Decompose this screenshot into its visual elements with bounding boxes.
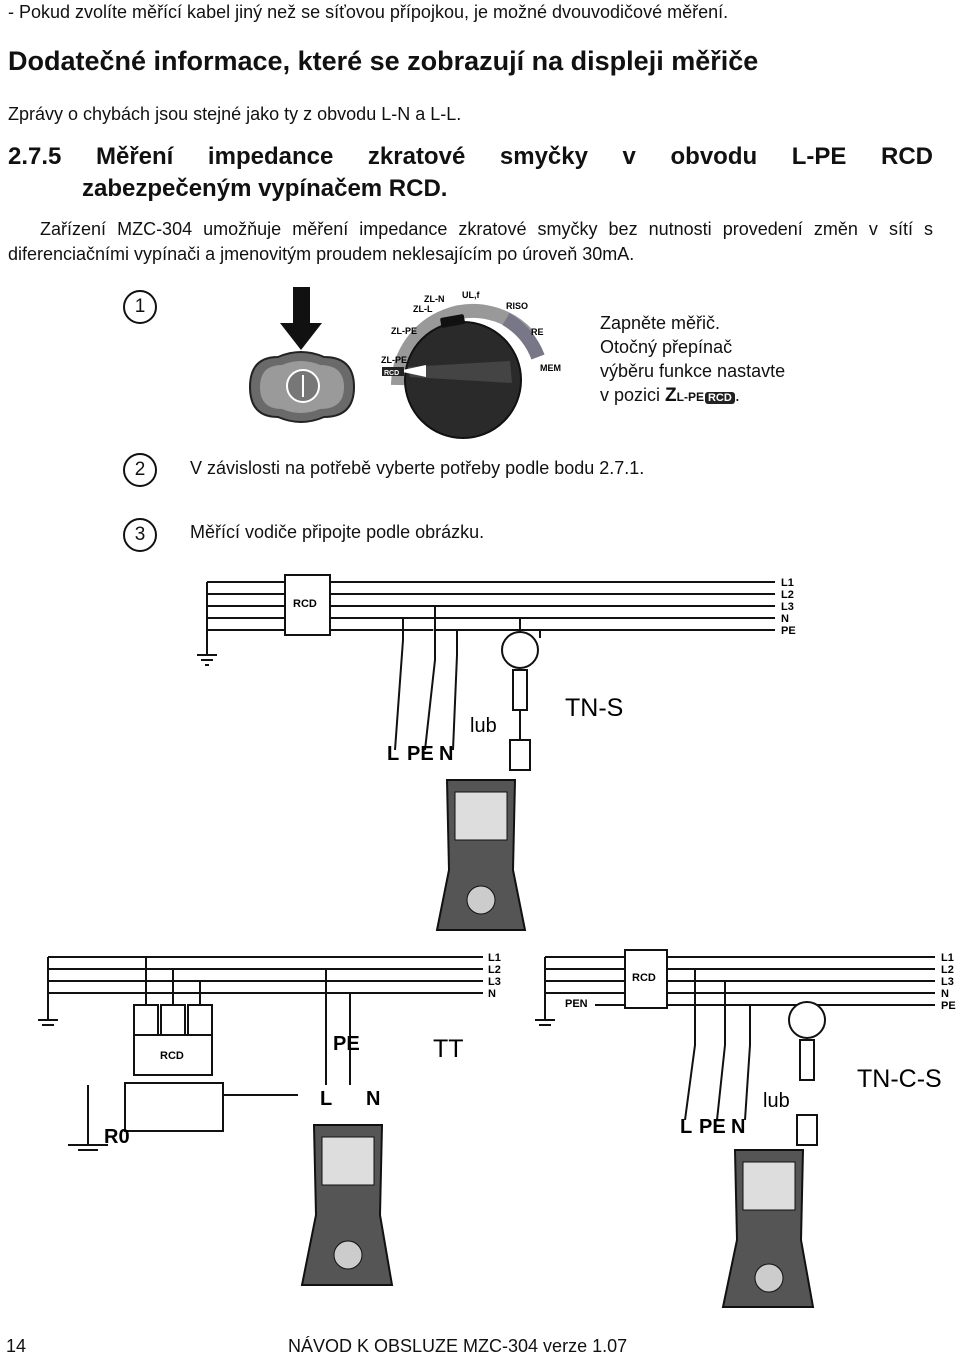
meter-controls-illustration: ZL-N ZL-L UL,f RISO RE MEM ZL-PE ZL-PE R… bbox=[248, 287, 561, 439]
tncs-wiring-diagram: RCD PEN L1 L2 L3 N PE lub TN-C-S L PE N bbox=[535, 949, 956, 1308]
dial-label-mem: MEM bbox=[540, 363, 561, 373]
tt-l-label: L bbox=[320, 1088, 332, 1110]
tncs-probe-label-n: N bbox=[731, 1116, 745, 1138]
svg-text:PE: PE bbox=[781, 625, 796, 637]
step-1-line: Otočný přepínač bbox=[600, 337, 733, 357]
tncs-pen-label: PEN bbox=[565, 998, 588, 1010]
manual-title: NÁVOD K OBSLUZE MZC-304 verze 1.07 bbox=[288, 1336, 628, 1356]
tns-system-label: TN-S bbox=[565, 694, 623, 722]
svg-text:L2: L2 bbox=[781, 589, 794, 601]
tt-rcd-label: RCD bbox=[160, 1050, 184, 1062]
section-number: 2.7.5 bbox=[8, 143, 62, 170]
step-2-text: V závislosti na potřebě vyberte potřeby … bbox=[190, 458, 645, 478]
svg-text:L3: L3 bbox=[941, 976, 954, 988]
tt-wiring-diagram: RCD L1 L2 L3 N PE TT L N R0 bbox=[38, 952, 501, 1286]
step-3-text: Měřící vodiče připojte podle obrázku. bbox=[190, 522, 485, 542]
svg-text:N: N bbox=[781, 613, 789, 625]
section-title: Měření impedance zkratové smyčky v obvod… bbox=[95, 143, 933, 170]
step-1-marker: 1 bbox=[123, 290, 157, 324]
meter-device-icon bbox=[435, 779, 527, 931]
power-button-icon bbox=[248, 351, 356, 423]
conductor-labels: L1 L2 L3 N PE bbox=[781, 577, 796, 637]
tns-probe-label-pe: PE bbox=[407, 743, 434, 765]
step-1-line: výběru funkce nastavte bbox=[600, 361, 786, 381]
tt-meter-device-icon bbox=[300, 1124, 394, 1286]
section-title-line1: 2.7.5 Měření impedance zkratové smyčky v… bbox=[8, 143, 933, 171]
tt-pe-label: PE bbox=[333, 1033, 360, 1055]
function-symbol: Z bbox=[665, 385, 677, 406]
dial-label-riso: RISO bbox=[506, 301, 528, 311]
tncs-or-label: lub bbox=[763, 1090, 790, 1112]
step-3-marker: 3 bbox=[123, 518, 157, 552]
rcd-badge: RCD bbox=[704, 392, 735, 404]
tt-conductor-labels: L1 L2 L3 N bbox=[488, 952, 501, 1000]
dial-label-zlpe: ZL-PE bbox=[391, 326, 417, 336]
tt-system-label: TT bbox=[433, 1035, 464, 1063]
section-title-line2: zabezpečeným vypínačem RCD. bbox=[82, 175, 448, 202]
tncs-meter-device-icon bbox=[721, 1149, 815, 1308]
dial-label-re: RE bbox=[531, 327, 544, 337]
svg-text:L3: L3 bbox=[781, 601, 794, 613]
tt-rcd-box bbox=[133, 1034, 213, 1076]
svg-text:L3: L3 bbox=[488, 976, 501, 988]
tncs-rcd-box bbox=[624, 949, 668, 1009]
dial-label-ul: UL,f bbox=[462, 290, 480, 300]
section-paragraph: Zařízení MZC-304 umožňuje měření impedan… bbox=[8, 219, 933, 264]
press-arrow-icon bbox=[280, 287, 322, 350]
dial-label-rcd: RCD bbox=[384, 370, 399, 377]
svg-text:L1: L1 bbox=[781, 577, 794, 589]
dial-label-zlpe-rcd: ZL-PE bbox=[381, 355, 407, 365]
rotary-dial bbox=[391, 304, 545, 439]
tncs-rcd-label: RCD bbox=[632, 972, 656, 984]
dial-label-zln: ZL-N bbox=[424, 294, 445, 304]
tncs-probe-label-pe: PE bbox=[699, 1116, 726, 1138]
tncs-conductor-labels: L1 L2 L3 N PE bbox=[941, 952, 956, 1012]
svg-text:PE: PE bbox=[941, 1000, 956, 1012]
step-1-text: Zapněte měřič. Otočný přepínač výběru fu… bbox=[600, 311, 785, 410]
intro-line: - Pokud zvolíte měřící kabel jiný než se… bbox=[8, 2, 729, 22]
display-info-heading: Dodatečné informace, které se zobrazují … bbox=[8, 46, 759, 76]
error-messages-note: Zprávy o chybách jsou stejné jako ty z o… bbox=[8, 104, 462, 124]
function-symbol-sub: L-PE bbox=[676, 390, 704, 404]
tt-n-label: N bbox=[366, 1088, 380, 1110]
svg-text:L2: L2 bbox=[488, 964, 501, 976]
step-2-marker: 2 bbox=[123, 453, 157, 487]
tt-r0-label: R0 bbox=[104, 1126, 130, 1148]
tns-probe-label-l: L bbox=[387, 743, 399, 765]
svg-text:L2: L2 bbox=[941, 964, 954, 976]
page-number: 14 bbox=[6, 1336, 27, 1356]
tns-wiring-diagram: RCD L1 L2 L3 N PE lub TN-S L PE N bbox=[197, 574, 796, 931]
svg-text:N: N bbox=[488, 988, 496, 1000]
tns-or-label: lub bbox=[470, 715, 497, 737]
dial-label-zll: ZL-L bbox=[413, 304, 433, 314]
tncs-probe-label-l: L bbox=[680, 1116, 692, 1138]
step-1-line: Zapněte měřič. bbox=[600, 313, 721, 333]
rcd-box bbox=[284, 574, 331, 636]
rcd-label: RCD bbox=[293, 598, 317, 610]
svg-text:L1: L1 bbox=[941, 952, 954, 964]
svg-text:N: N bbox=[941, 988, 949, 1000]
tns-probe-label-n: N bbox=[439, 743, 453, 765]
svg-text:L1: L1 bbox=[488, 952, 501, 964]
tncs-system-label: TN-C-S bbox=[857, 1065, 942, 1093]
